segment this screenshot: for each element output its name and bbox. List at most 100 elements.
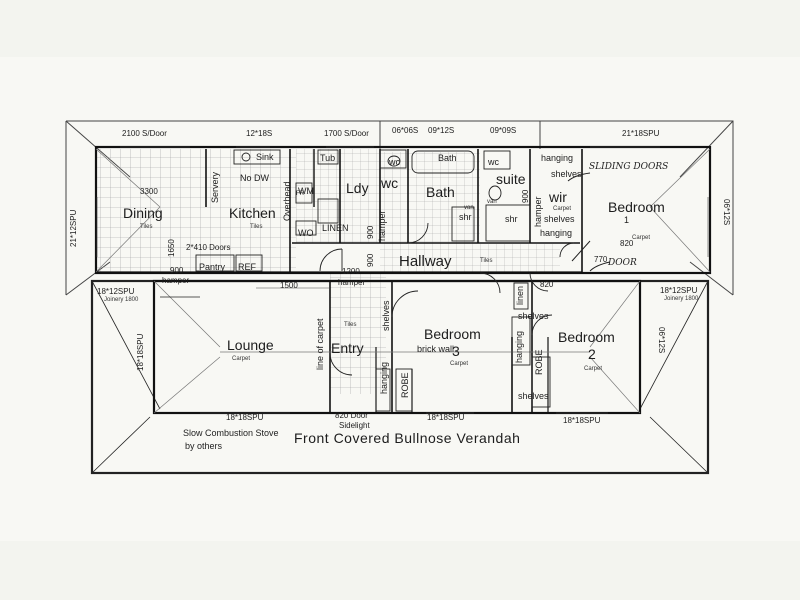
floor-tiles-kitchen: Tiles: [250, 224, 263, 230]
dim-900-pantry: 900: [170, 266, 184, 275]
dim-3300: 3300: [140, 187, 158, 196]
annotation-arrow: [567, 172, 611, 272]
fixture-hanging-bed2: hanging: [514, 330, 524, 363]
fixture-van-1: van: [464, 205, 474, 211]
fixture-linen-small: linen: [515, 285, 525, 305]
fixture-pantry: Pantry: [199, 262, 226, 272]
fixture-hanging-wir-1: hanging: [541, 153, 574, 163]
joinery-right: Joinery 1800: [664, 296, 699, 302]
fixture-hamper-pantry: hamper: [162, 276, 190, 285]
fixture-sink: Sink: [256, 152, 274, 162]
room-ldy: Ldy: [346, 180, 369, 196]
note-door: DOOR: [608, 258, 637, 268]
line-of-carpet: line of carpet: [315, 318, 325, 370]
fixture-shelves-wir-2: shelves: [544, 214, 575, 224]
fixture-hamper-entry: hamper: [338, 278, 366, 287]
dim-06x06s: 06*06S: [392, 126, 419, 135]
fixture-linen: LINEN: [322, 223, 349, 233]
dim-18x18spu-b2: 18*18SPU: [427, 413, 465, 422]
window-marks: [120, 146, 660, 414]
fixture-shr-1: shr: [459, 212, 472, 222]
room-lounge: Lounge: [227, 337, 274, 353]
fixture-shelves-wir-1: shelves: [551, 169, 582, 179]
fixture-robe-bed3: ROBE: [400, 372, 410, 398]
room-suite: suite: [496, 171, 526, 187]
dim-21x12spu: 21*12SPU: [69, 209, 78, 247]
room-bedroom-1: Bedroom: [608, 199, 665, 215]
fixture-hanging-wir-2: hanging: [540, 228, 573, 238]
slow-combustion-by-others: by others: [185, 441, 223, 451]
fixture-wm: WM: [298, 186, 314, 196]
dim-770: 770: [594, 255, 608, 264]
room-bath: Bath: [426, 184, 455, 200]
fixture-bath: Bath: [438, 153, 457, 163]
dim-18x18spu-left: 18*18SPU: [136, 333, 145, 371]
roof-outline: [65, 120, 734, 296]
fixture-shr-2: shr: [505, 214, 518, 224]
fixture-fridge: FR: [296, 191, 304, 197]
floor-carpet-bed3: Carpet: [450, 361, 469, 367]
verandah-label: Front Covered Bullnose Verandah: [294, 430, 521, 446]
bedroom-2-number: 2: [588, 346, 596, 362]
dim-12x18s: 12*18S: [246, 129, 273, 138]
floor-carpet-bed1: Carpet: [632, 235, 651, 241]
joinery-left: Joinery 1800: [104, 297, 139, 303]
dimension-lines: [96, 197, 709, 289]
room-wc: wc: [381, 175, 399, 191]
brick-wall-note: brick wall: [417, 344, 455, 354]
slow-combustion-stove: Slow Combustion Stove: [183, 428, 279, 438]
fixture-no-dw: No DW: [240, 173, 269, 183]
room-dining: Dining: [123, 205, 163, 221]
fixture-servery: Servery: [210, 171, 220, 203]
dim-1200: 1200: [342, 267, 360, 276]
dim-09x12s: 09*12S: [428, 126, 455, 135]
dim-900-hall-2: 900: [366, 253, 375, 267]
dim-1700: 1700 S/Door: [324, 129, 369, 138]
fixture-shapes: [195, 149, 551, 412]
dim-900-wir: 900: [521, 189, 530, 203]
room-bedroom-2: Bedroom: [558, 329, 615, 345]
floor-tiles-hall: Tiles: [480, 258, 493, 264]
fixture-hamper-wir: hamper: [533, 196, 543, 227]
fixture-shelves-hall: shelves: [518, 311, 549, 321]
fixture-hanging-bed3: hanging: [379, 361, 389, 394]
dim-06x12s-bed2: 06*12S: [657, 327, 666, 354]
room-kitchen: Kitchen: [229, 205, 276, 221]
bedroom-1-number: 1: [624, 215, 630, 225]
fixture-hamper-hall: hamper: [377, 210, 387, 241]
dim-18x18spu-b3: 18*18SPU: [563, 416, 601, 425]
dim-1500: 1500: [280, 281, 298, 290]
floor-plan-drawing: [65, 120, 734, 475]
fixture-wo: WO: [298, 228, 314, 238]
note-sliding-doors: SLIDING DOORS: [589, 162, 669, 172]
dim-18x12spu-left: 18*12SPU: [97, 287, 135, 296]
dim-06x12s-right: 06*12S: [722, 199, 731, 226]
fixture-overhead: Overhead: [282, 181, 292, 221]
room-entry: Entry: [331, 340, 364, 356]
fixture-wc-2: wc: [488, 157, 499, 167]
floor-tiles-dining: Tiles: [140, 224, 153, 230]
dim-09x09s: 09*09S: [490, 126, 517, 135]
bedroom-3-number: 3: [452, 343, 460, 359]
room-wir: wir: [549, 189, 567, 205]
tiled-floor: [96, 149, 560, 394]
floor-carpet-bed2: Carpet: [584, 366, 603, 372]
floor-plan-sheet: 2100 S/Door 12*18S 1700 S/Door 06*06S 09…: [0, 57, 800, 541]
dim-820-door: 820 Door: [335, 411, 368, 420]
fixture-shelves-bed2: shelves: [518, 391, 549, 401]
dim-1650: 1650: [167, 239, 176, 257]
fixture-robe-bed2: ROBE: [534, 349, 544, 375]
floor-carpet-wir: Carpet: [553, 206, 572, 212]
hip-lines: [95, 148, 711, 414]
fixture-tub: Tub: [320, 153, 336, 163]
dim-900-hall-1: 900: [366, 225, 375, 239]
fixture-ref: REF: [238, 262, 256, 272]
fixture-van-2: van: [487, 199, 497, 205]
dim-18x18spu-b1: 18*18SPU: [226, 413, 264, 422]
room-bedroom-3: Bedroom: [424, 326, 481, 342]
dim-21x18spu: 21*18SPU: [622, 129, 660, 138]
fixture-shelves-entry: shelves: [381, 300, 391, 331]
door-swings: [319, 222, 575, 376]
room-hallway: Hallway: [399, 253, 452, 270]
floor-tiles-entry: Tiles: [344, 322, 357, 328]
